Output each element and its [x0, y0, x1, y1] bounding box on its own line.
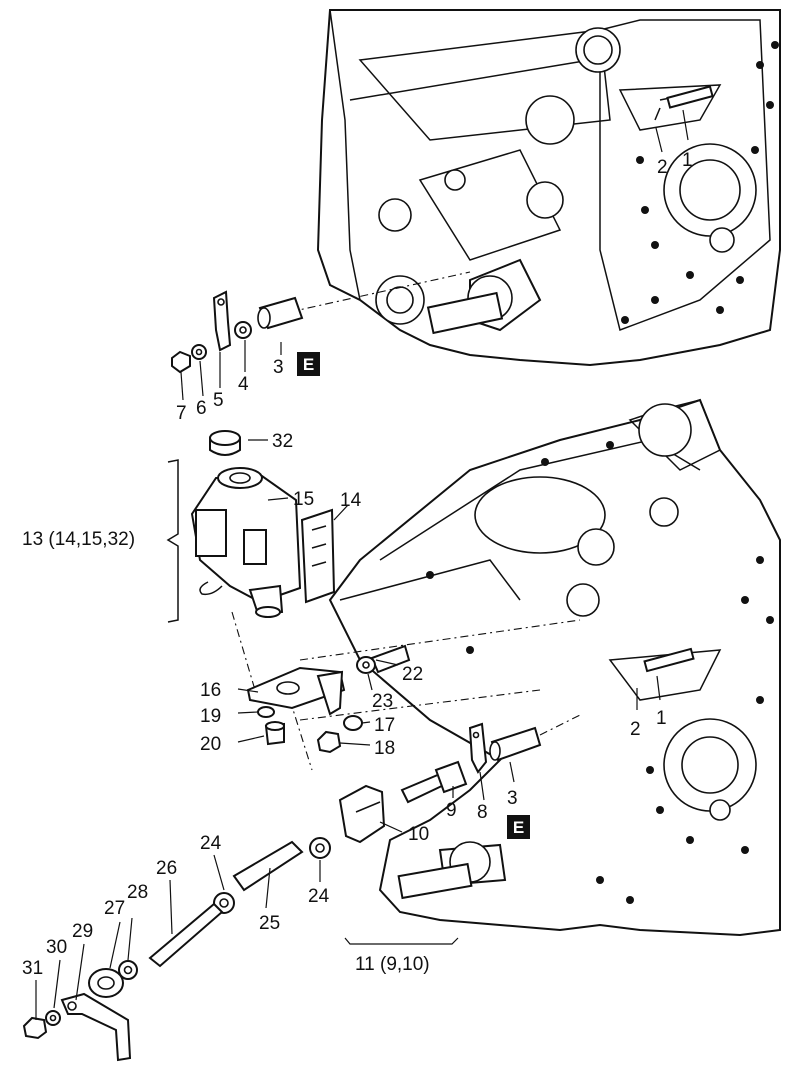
- callout-4: 4: [238, 374, 249, 395]
- callout-14: 14: [340, 490, 362, 511]
- callout-31: 31: [22, 958, 43, 979]
- callout-2-lower: 2: [630, 719, 641, 740]
- callout-24-lower: 24: [308, 886, 330, 907]
- upper-bolt-holes: [621, 41, 779, 324]
- callout-8: 8: [477, 802, 488, 823]
- lower-bolt-holes: [426, 441, 774, 904]
- callout-5: 5: [213, 390, 224, 411]
- callout-2-upper: 2: [657, 157, 668, 178]
- callout-24-upper: 24: [200, 833, 222, 854]
- callout-30: 30: [46, 937, 67, 958]
- callout-3-lower: 3: [507, 788, 518, 809]
- callout-6: 6: [196, 398, 207, 419]
- callout-32: 32: [272, 431, 293, 452]
- callout-22: 22: [402, 664, 423, 685]
- callout-10: 10: [408, 824, 429, 845]
- svg-text:E: E: [513, 818, 524, 837]
- upper-parts-group: [171, 109, 689, 401]
- callout-7: 7: [176, 403, 187, 424]
- lower-parts-group: [22, 619, 581, 1062]
- callout-20: 20: [200, 734, 221, 755]
- callout-9: 9: [446, 800, 457, 821]
- callout-27: 27: [104, 898, 125, 919]
- callout-15: 15: [293, 489, 314, 510]
- callout-3-upper: 3: [273, 357, 284, 378]
- callout-11: 11 (9,10): [355, 954, 430, 975]
- callout-25: 25: [259, 913, 280, 934]
- callout-18: 18: [374, 738, 395, 759]
- callout-26: 26: [156, 858, 177, 879]
- callout-16: 16: [200, 680, 221, 701]
- badge-e-lower: E: [507, 815, 530, 839]
- lower-engine-block: [328, 398, 781, 937]
- solenoid-assembly: [166, 430, 399, 771]
- badge-e-upper: E: [297, 352, 320, 376]
- callout-23: 23: [372, 691, 393, 712]
- callout-13: 13 (14,15,32): [22, 529, 135, 550]
- callout-1-lower: 1: [656, 708, 667, 729]
- callout-19: 19: [200, 706, 221, 727]
- callout-29: 29: [72, 921, 93, 942]
- callout-1-upper: 1: [682, 150, 693, 171]
- callout-17: 17: [374, 715, 395, 736]
- svg-text:E: E: [303, 355, 314, 374]
- upper-engine-block: [316, 9, 781, 367]
- callout-28: 28: [127, 882, 148, 903]
- callout-labels: 1 2 3 4 5 6 7 32 13 (14,15,32) 15 14 16 …: [22, 150, 693, 979]
